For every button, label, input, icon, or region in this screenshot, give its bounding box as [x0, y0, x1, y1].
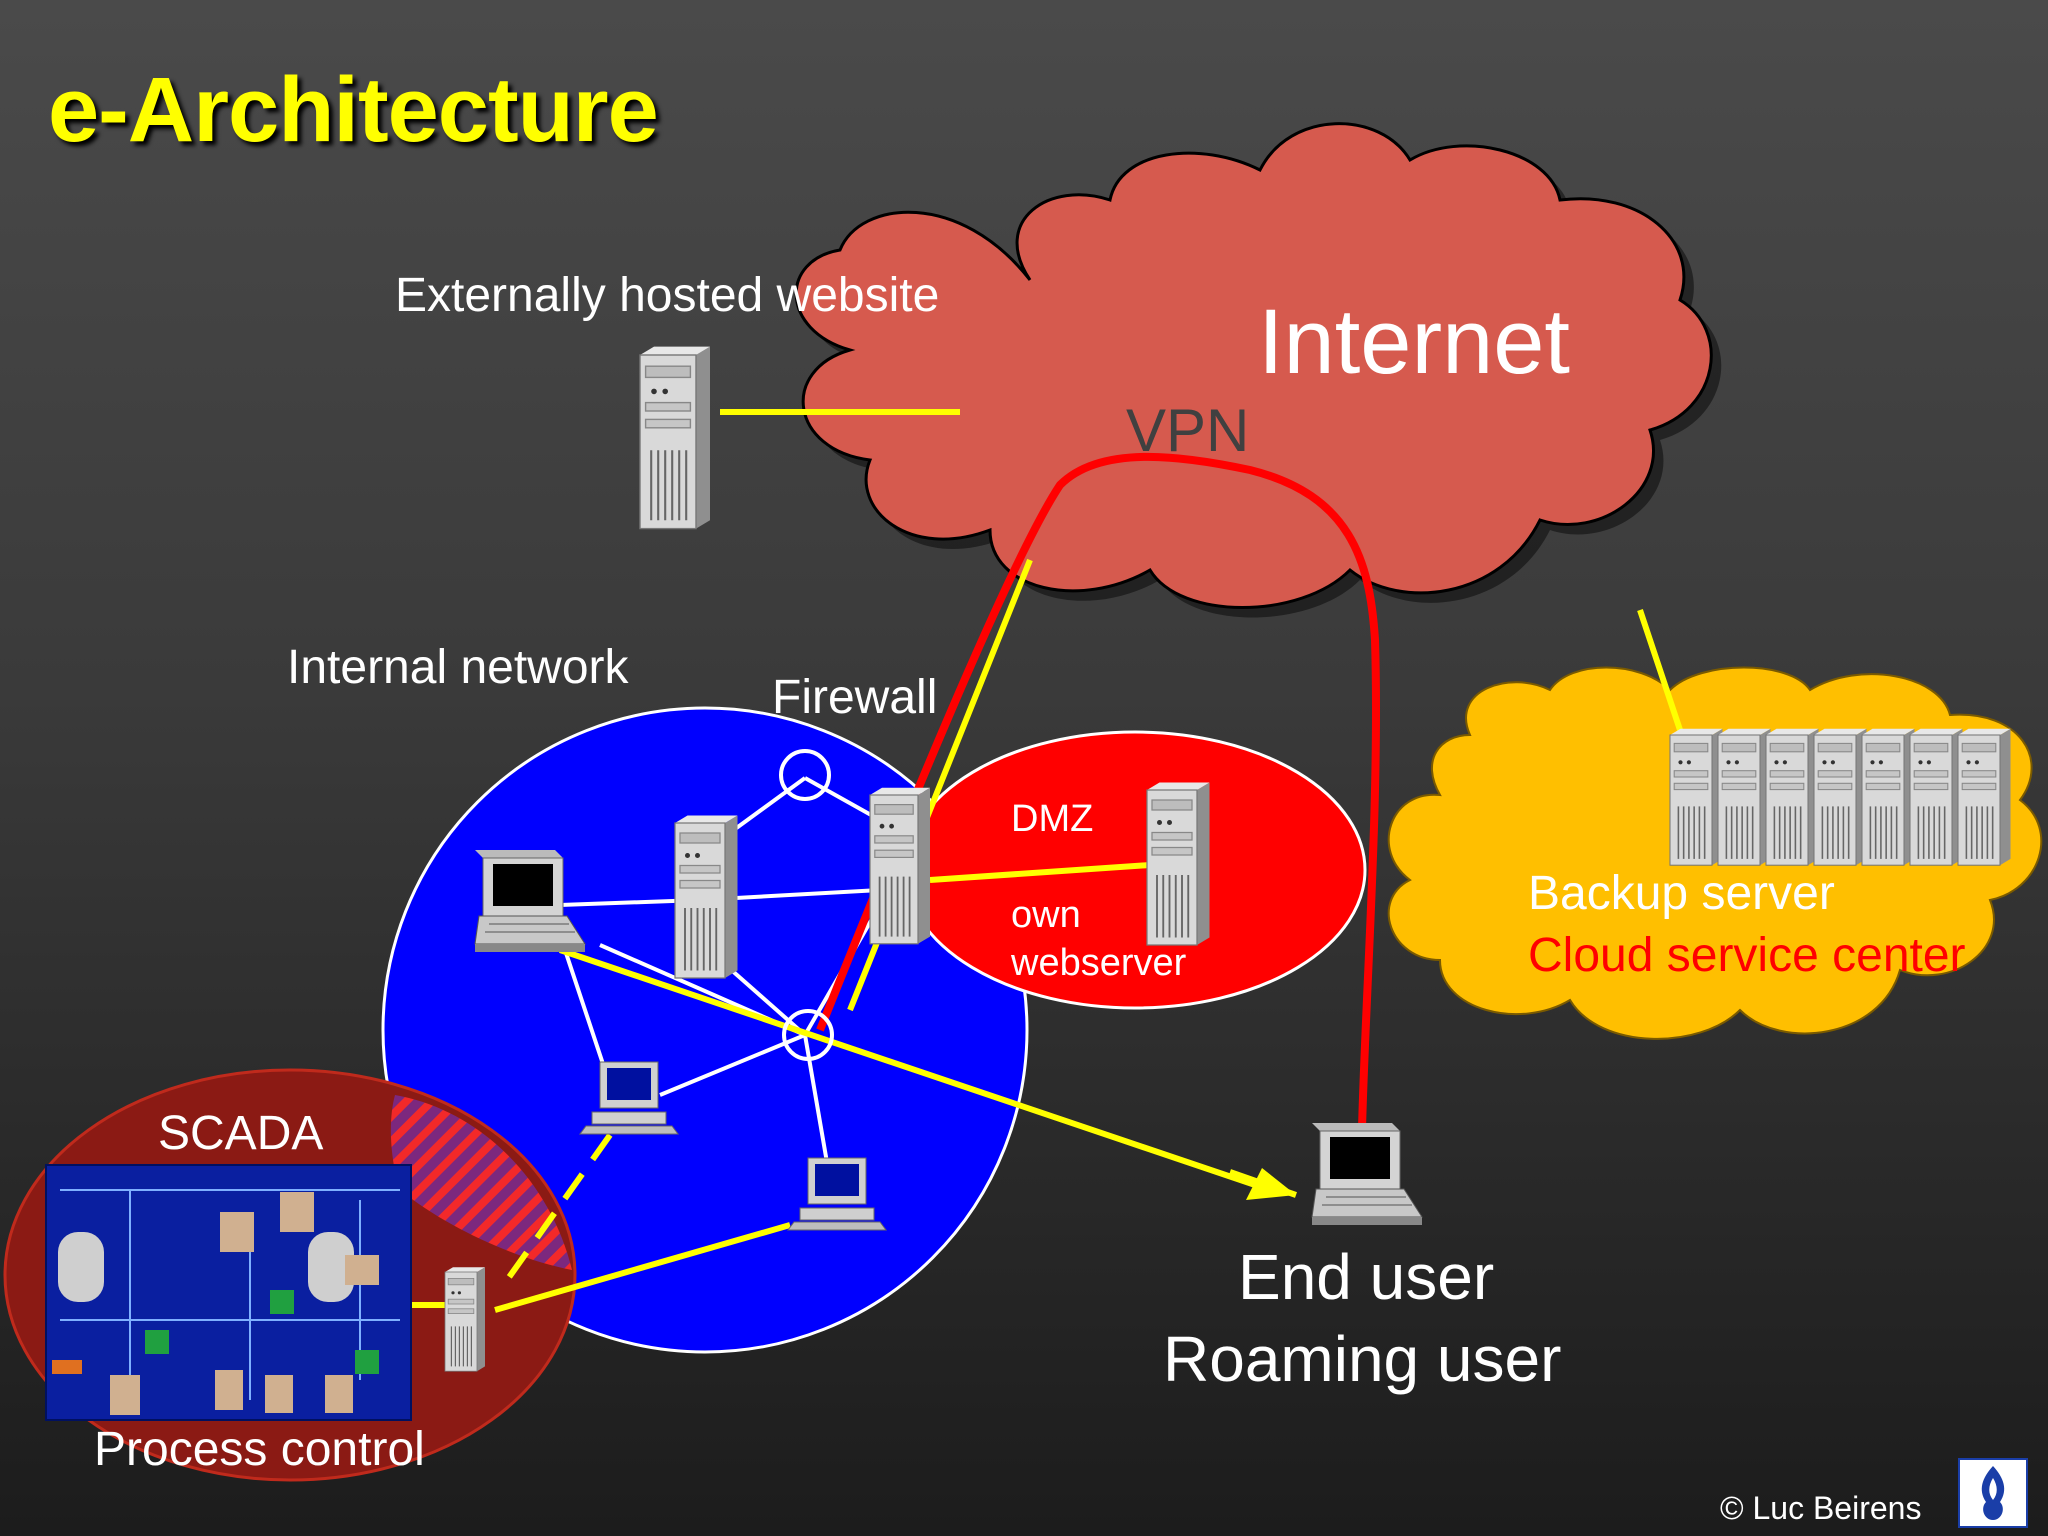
scada-panel-icon: [45, 1164, 412, 1421]
internet-cloud-shape: [794, 122, 1713, 609]
roaming-laptop-icon: [1311, 1122, 1423, 1226]
scada-label: SCADA: [158, 1107, 324, 1160]
network-node-icon: [779, 749, 831, 801]
server-tower-icon: [638, 345, 712, 530]
network-node-icon: [782, 1009, 834, 1061]
end-user-label: End user: [1238, 1241, 1495, 1313]
dmz-link: [929, 862, 1151, 883]
copyright-text: © Luc Beirens: [1720, 1490, 1922, 1526]
backup-server-rack-icon: [1669, 727, 2012, 866]
overlap-hatch: [390, 1095, 572, 1270]
police-logo-icon: [1958, 1458, 2028, 1528]
backup-server-label: Backup server: [1528, 867, 1835, 920]
external-website-label: Externally hosted website: [395, 269, 940, 322]
vpn-label: VPN: [1126, 397, 1250, 464]
own-webserver-label-2: webserver: [1011, 942, 1187, 984]
cloud-service-label: Cloud service center: [1528, 929, 1966, 982]
firewall-label: Firewall: [772, 671, 938, 724]
server-tower-icon: [674, 814, 739, 979]
vpn-tunnel: [816, 452, 1381, 1131]
scada-server-icon: [444, 1266, 486, 1372]
own-webserver-label-1: own: [1011, 894, 1081, 936]
webserver-icon: [1146, 781, 1211, 946]
internet-label: Internet: [1258, 291, 1570, 393]
dmz-label: DMZ: [1011, 798, 1094, 840]
internal-network-label: Internal network: [287, 641, 629, 694]
firewall-server-icon: [869, 786, 931, 945]
process-control-label: Process control: [94, 1423, 425, 1476]
roaming-user-label: Roaming user: [1163, 1323, 1562, 1395]
slide-title: e-Architecture: [48, 59, 659, 161]
